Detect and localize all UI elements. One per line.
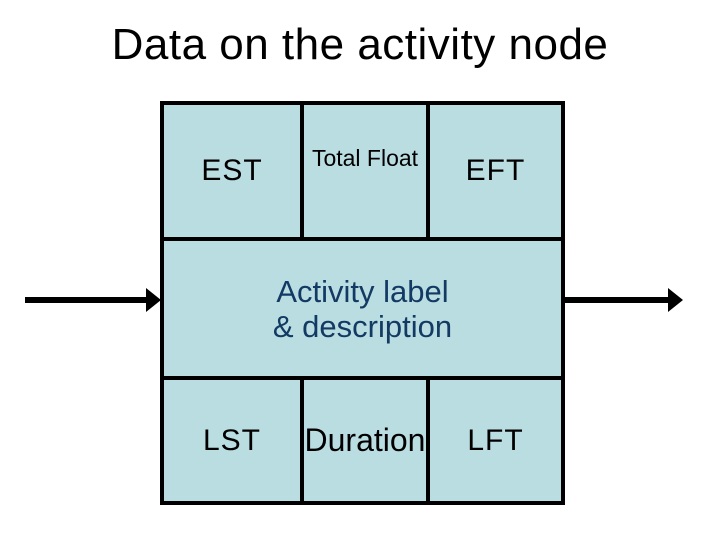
outgoing-arrow-line [564, 297, 669, 303]
slide-title: Data on the activity node [111, 20, 609, 69]
lst-cell: LST [164, 380, 300, 501]
activity-label-line1: Activity label [276, 273, 449, 309]
duration-cell: Duration [304, 380, 426, 501]
outgoing-arrow-head-icon [668, 288, 683, 312]
incoming-arrow-line [25, 297, 147, 303]
incoming-arrow-head-icon [146, 288, 161, 312]
est-cell: EST [164, 105, 300, 237]
activity-node-diagram: EST Total Float EFT Activity label & des… [160, 101, 565, 505]
activity-label-cell: Activity label & description [164, 241, 561, 376]
eft-cell: EFT [430, 105, 561, 237]
activity-label-line2: & description [272, 308, 453, 344]
lft-cell: LFT [430, 380, 561, 501]
total-float-cell: Total Float [304, 105, 426, 237]
